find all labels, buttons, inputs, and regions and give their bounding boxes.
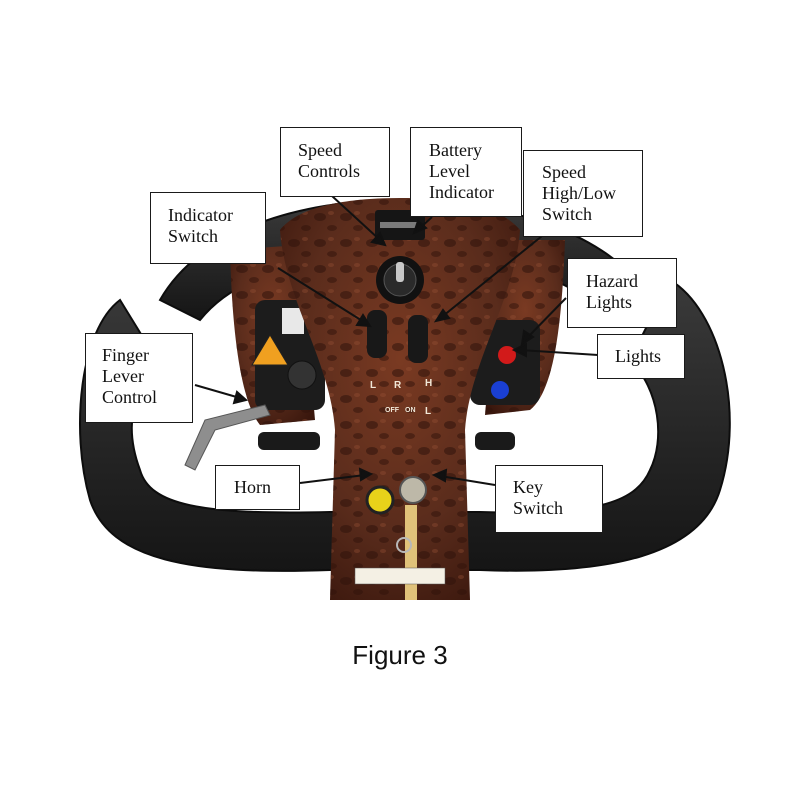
legend-on: ON [405,407,416,414]
legend-high: H [425,378,432,389]
legend-off: OFF [385,407,400,414]
warning-triangle-icon [251,334,289,366]
label-finger-lever-control: Finger Lever Control [85,333,193,423]
legend-left: L [370,380,376,391]
figure-caption: Figure 3 [352,640,448,670]
label-indicator-switch: Indicator Switch [150,192,266,264]
right-thumb-paddle [475,432,515,450]
legend-right: R [394,380,402,391]
legend-low: L [425,406,431,417]
label-speed-high-low-switch: Speed High/Low Switch [523,150,643,237]
left-finger-lever [184,404,271,471]
switch-legend: L R H L OFF ON [370,378,432,417]
label-speed-controls: Speed Controls [280,127,390,197]
speed-toggle [408,315,428,363]
key-icon [405,505,417,600]
indicator-toggle [367,310,387,358]
key-lock [399,476,427,504]
hazard-button [498,346,516,364]
label-horn: Horn [215,465,300,510]
label-lights: Lights [597,334,685,379]
horn-button [365,485,395,515]
label-hazard-lights: Hazard Lights [567,258,677,328]
label-key-switch: Key Switch [495,465,603,533]
warning-sticker [354,567,446,585]
left-thumb-paddle [258,432,320,450]
lights-button [491,381,509,399]
label-battery-level-indicator: Battery Level Indicator [410,127,522,217]
callout-arrows [194,195,599,486]
